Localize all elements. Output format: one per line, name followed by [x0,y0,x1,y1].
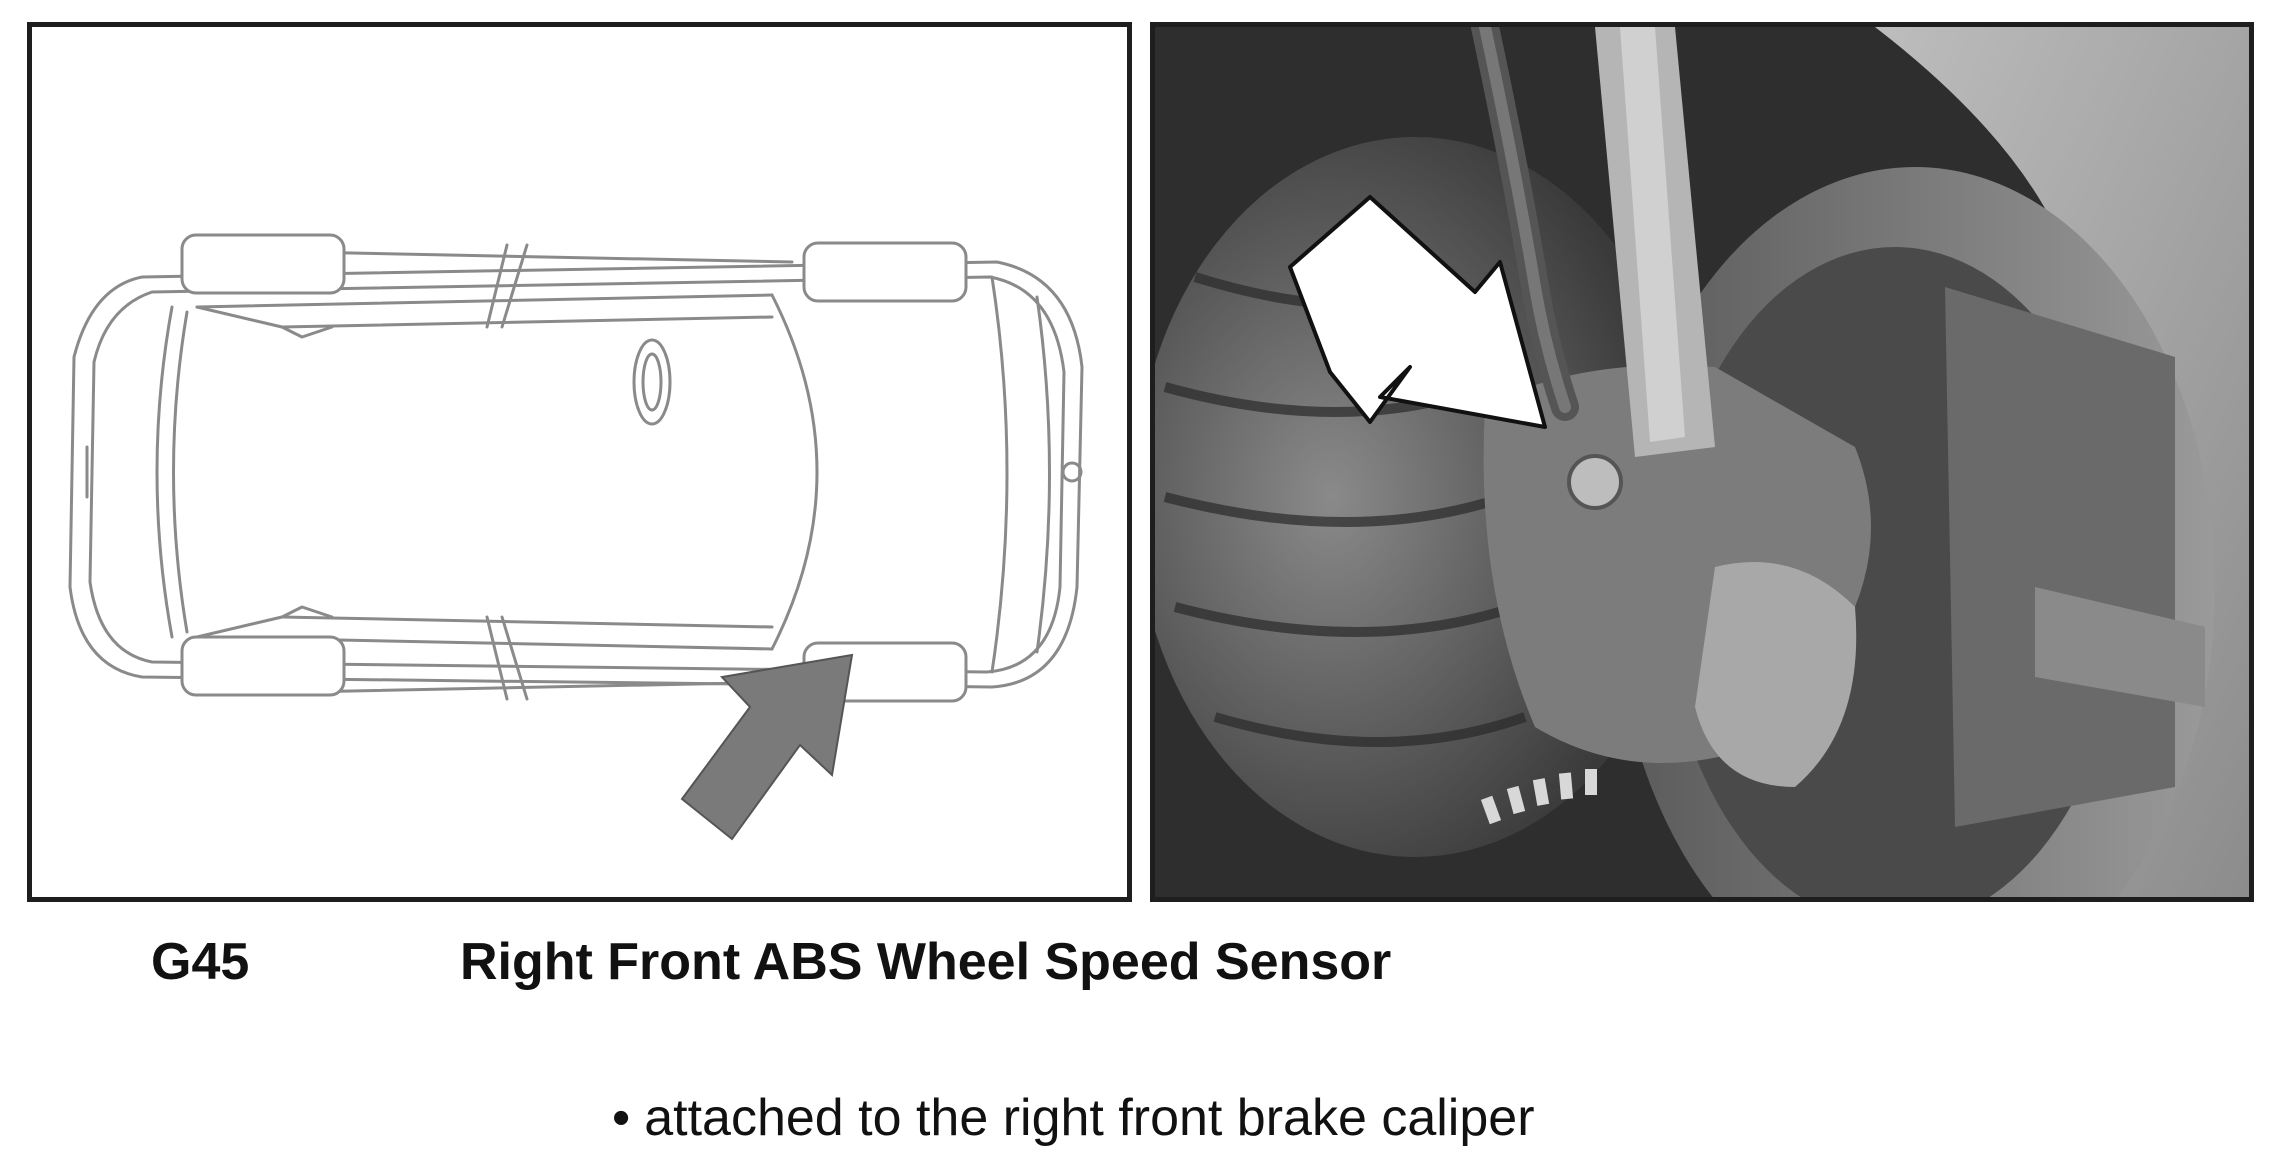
car-top-view-outline [68,233,1084,841]
car-body-outline [68,260,1084,689]
arrow-down-right-icon [1288,195,1547,429]
wheel-left-rear [802,241,968,303]
component-photo [1150,22,2254,902]
vehicle-locator-diagram [27,22,1132,902]
brake-caliper-photo [1155,27,2249,897]
component-name: Right Front ABS Wheel Speed Sensor [460,933,1392,991]
location-note-text: attached to the right front brake calipe… [644,1089,1535,1147]
location-note: •attached to the right front brake calip… [612,1088,1535,1148]
wheel-right-front [180,635,346,697]
wheel-left-front [180,233,346,295]
component-code: G45 [151,933,250,991]
arrow-up-right-icon [680,653,854,841]
bullet: • [612,1089,631,1147]
